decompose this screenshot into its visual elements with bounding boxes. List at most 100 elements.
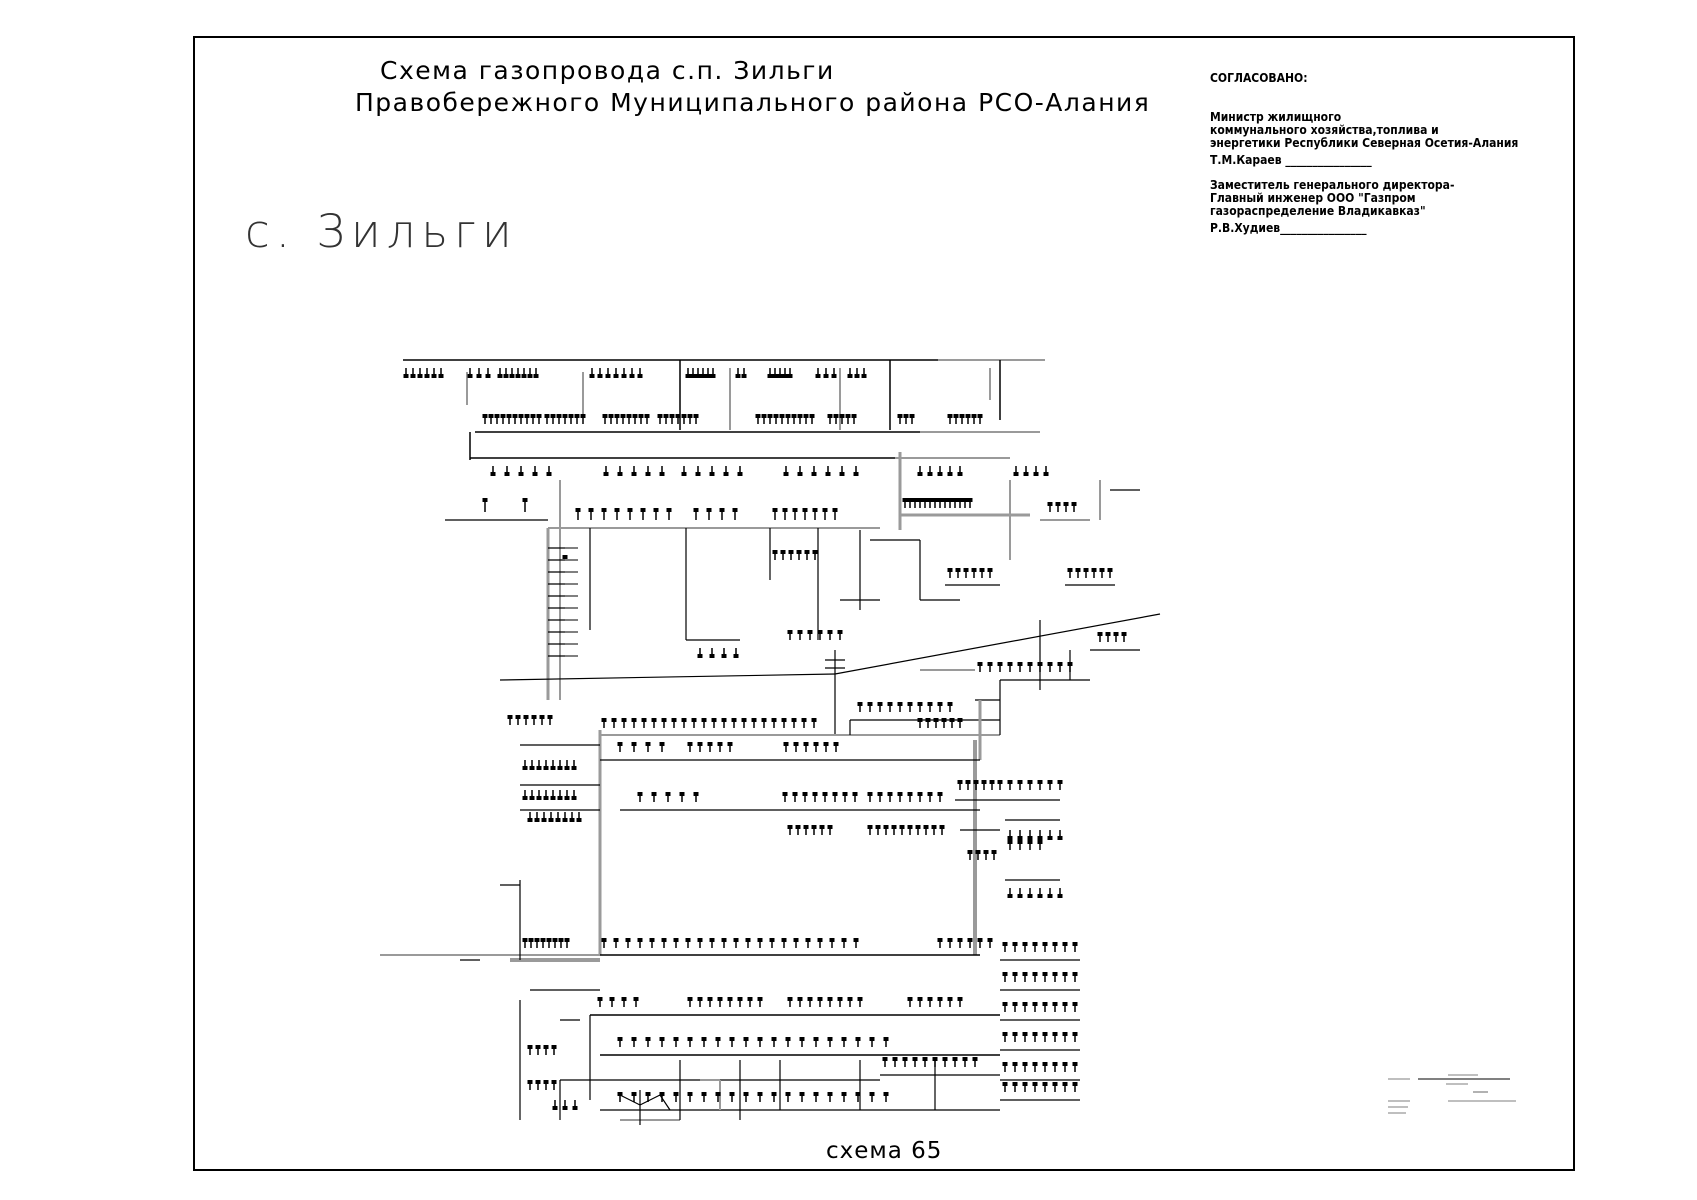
house-marker [761, 414, 767, 418]
house-marker [531, 715, 537, 719]
house-marker [673, 1092, 679, 1096]
house-row [917, 466, 963, 476]
house-marker [812, 550, 818, 554]
house-marker [729, 1092, 735, 1096]
house-marker [589, 374, 595, 378]
house-marker [717, 997, 723, 1001]
house-marker [490, 472, 496, 476]
approval-engineer-signature: Р.В.Худиев________________ [1210, 221, 1367, 235]
house-marker [792, 792, 798, 796]
house-row [482, 414, 542, 424]
house-marker [685, 938, 691, 942]
house-marker [1121, 632, 1127, 636]
house-marker [1042, 1082, 1048, 1086]
house-marker [827, 997, 833, 1001]
house-marker [729, 1037, 735, 1041]
house-marker [781, 938, 787, 942]
house-marker [631, 472, 637, 476]
house-marker [1027, 662, 1033, 666]
house-marker [793, 938, 799, 942]
house-marker [787, 374, 793, 378]
house-row [1002, 1082, 1078, 1092]
house-marker [673, 1037, 679, 1041]
house-marker [707, 997, 713, 1001]
house-row [589, 368, 643, 378]
house-marker [755, 414, 761, 418]
house-marker [661, 938, 667, 942]
house-marker [649, 938, 655, 942]
house-marker [987, 662, 993, 666]
house-marker [977, 414, 983, 418]
house-row [1007, 780, 1063, 790]
house-marker [807, 997, 813, 1001]
house-marker [558, 938, 564, 942]
house-marker [803, 825, 809, 829]
house-marker [727, 997, 733, 1001]
house-marker [831, 374, 837, 378]
house-marker [1062, 972, 1068, 976]
house-marker [817, 938, 823, 942]
house-row [772, 550, 818, 560]
house-marker [841, 1092, 847, 1096]
house-marker [597, 374, 603, 378]
house-marker [1052, 1082, 1058, 1086]
house-marker [681, 414, 687, 418]
house-marker [947, 472, 953, 476]
house-marker [507, 715, 513, 719]
house-marker [1033, 472, 1039, 476]
house-marker [515, 374, 521, 378]
house-marker [1002, 942, 1008, 946]
house-marker [937, 938, 943, 942]
house-marker [1002, 1032, 1008, 1036]
house-marker [1072, 972, 1078, 976]
house-marker [981, 780, 987, 784]
house-marker [803, 414, 809, 418]
house-row [937, 938, 993, 948]
house-row [907, 997, 963, 1007]
house-marker [687, 742, 693, 746]
house-marker [795, 825, 801, 829]
house-marker [827, 1037, 833, 1041]
house-marker [574, 414, 580, 418]
house-marker [522, 938, 528, 942]
house-marker [927, 792, 933, 796]
house-marker [1007, 894, 1013, 898]
house-marker [1047, 502, 1053, 506]
house-marker [797, 472, 803, 476]
pipeline-network [380, 359, 1161, 1125]
house-row [897, 414, 915, 424]
house-marker [937, 997, 943, 1001]
house-marker [833, 414, 839, 418]
house-marker [569, 818, 575, 822]
title-line-2: Правобережного Муниципального района РСО… [355, 88, 1151, 117]
stamp-graphic [1388, 1074, 1516, 1114]
house-marker [854, 374, 860, 378]
house-marker [822, 792, 828, 796]
house-marker [715, 1037, 721, 1041]
house-marker [782, 508, 788, 512]
house-marker [851, 414, 857, 418]
house-marker [941, 718, 947, 722]
house-marker [857, 997, 863, 1001]
house-marker [847, 374, 853, 378]
house-marker [1012, 1062, 1018, 1066]
house-marker [757, 997, 763, 1001]
house-row [1007, 840, 1043, 850]
house-marker [797, 414, 803, 418]
house-marker [512, 414, 518, 418]
house-marker [602, 414, 608, 418]
house-marker [829, 938, 835, 942]
house-row [947, 568, 993, 578]
house-marker [1017, 662, 1023, 666]
house-marker [645, 1037, 651, 1041]
house-marker [771, 1037, 777, 1041]
pipe-segment [619, 1094, 671, 1111]
approval-minister-line: коммунального хозяйства,топлива и [1210, 123, 1439, 137]
house-marker [791, 414, 797, 418]
house-marker [633, 997, 639, 1001]
house-marker [1017, 780, 1023, 784]
house-marker [957, 718, 963, 722]
house-marker [927, 498, 933, 502]
house-row [957, 780, 1003, 790]
house-marker [638, 414, 644, 418]
